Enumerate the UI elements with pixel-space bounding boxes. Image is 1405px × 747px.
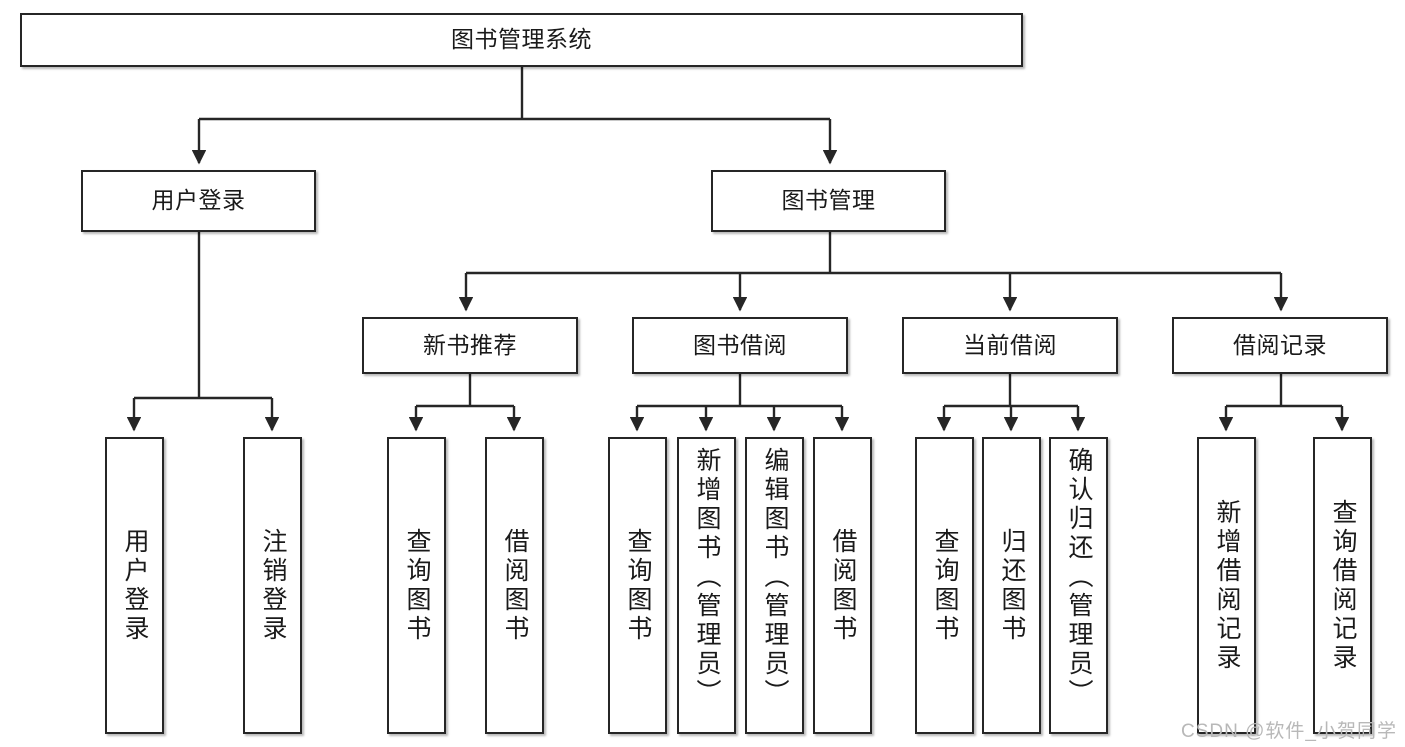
leaf-add-book-admin[interactable]: 新增图书（管理员） [677,437,736,734]
leaf-query-book-recommend-label: 查询图书 [403,527,431,644]
node-new-book-recommend-label: 新书推荐 [423,331,517,358]
node-book-management[interactable]: 图书管理 [711,170,946,232]
leaf-query-borrow-record-label: 查询借阅记录 [1329,498,1357,673]
node-current-borrow[interactable]: 当前借阅 [902,317,1118,374]
leaf-user-login-label: 用户登录 [121,527,149,644]
leaf-return-book-label: 归还图书 [998,527,1026,644]
node-root-label: 图书管理系统 [451,26,592,53]
node-book-management-label: 图书管理 [781,187,876,214]
node-borrow-record-label: 借阅记录 [1233,331,1327,358]
leaf-query-book-borrow-label: 查询图书 [624,527,652,644]
leaf-query-book-borrow[interactable]: 查询图书 [608,437,667,734]
node-book-borrow-label: 图书借阅 [693,331,787,358]
leaf-user-login[interactable]: 用户登录 [105,437,164,734]
leaf-query-book-current-label: 查询图书 [931,527,959,644]
leaf-add-book-admin-label: 新增图书（管理员） [693,447,721,708]
node-root[interactable]: 图书管理系统 [20,13,1023,67]
node-new-book-recommend[interactable]: 新书推荐 [362,317,578,374]
node-borrow-record[interactable]: 借阅记录 [1172,317,1388,374]
node-book-borrow[interactable]: 图书借阅 [632,317,848,374]
leaf-borrow-book-label: 借阅图书 [829,527,857,644]
leaf-logout[interactable]: 注销登录 [243,437,302,734]
leaf-confirm-return-admin[interactable]: 确认归还（管理员） [1049,437,1108,734]
node-current-borrow-label: 当前借阅 [963,331,1057,358]
leaf-borrow-book[interactable]: 借阅图书 [813,437,872,734]
leaf-edit-book-admin-label: 编辑图书（管理员） [761,447,789,708]
leaf-add-borrow-record[interactable]: 新增借阅记录 [1197,437,1256,734]
leaf-borrow-book-recommend[interactable]: 借阅图书 [485,437,544,734]
leaf-query-borrow-record[interactable]: 查询借阅记录 [1313,437,1372,734]
node-user-login-label: 用户登录 [151,187,246,214]
leaf-return-book[interactable]: 归还图书 [982,437,1041,734]
leaf-query-book-recommend[interactable]: 查询图书 [387,437,446,734]
leaf-confirm-return-admin-label: 确认归还（管理员） [1065,447,1093,708]
leaf-add-borrow-record-label: 新增借阅记录 [1213,498,1241,673]
leaf-borrow-book-recommend-label: 借阅图书 [501,527,529,644]
leaf-query-book-current[interactable]: 查询图书 [915,437,974,734]
leaf-edit-book-admin[interactable]: 编辑图书（管理员） [745,437,804,734]
watermark-text: CSDN @软件_小贺同学 [1181,721,1397,742]
leaf-logout-label: 注销登录 [259,527,287,644]
node-user-login[interactable]: 用户登录 [81,170,316,232]
